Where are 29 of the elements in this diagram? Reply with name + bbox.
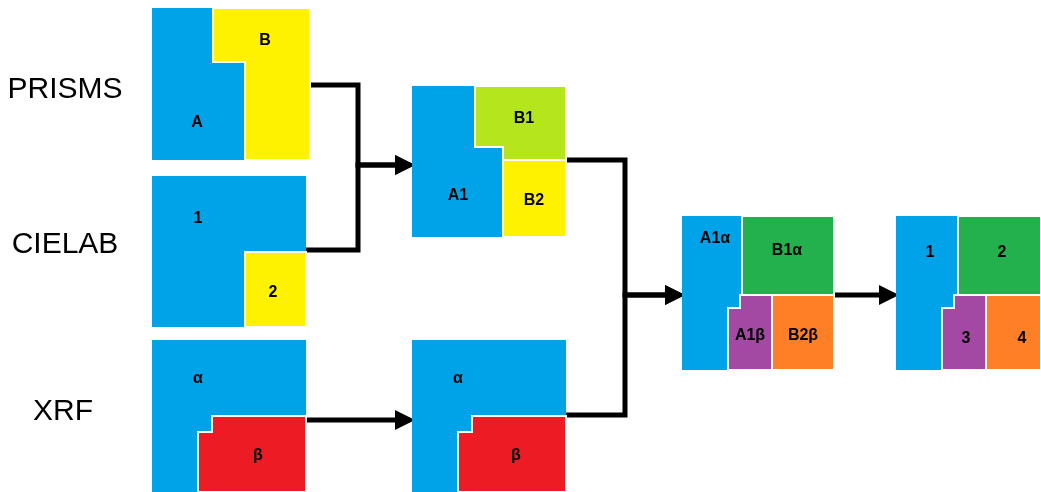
segmentation-map xyxy=(682,216,834,370)
region-label: A1β xyxy=(734,326,766,344)
region-label: B2β xyxy=(787,326,819,344)
region-label: β xyxy=(511,446,521,464)
segmentation-map xyxy=(152,8,310,160)
region-label: 4 xyxy=(1017,329,1027,347)
segmentation-map xyxy=(152,176,306,327)
region-label: 2 xyxy=(997,243,1007,261)
region-label: A xyxy=(191,113,203,131)
region-label: B xyxy=(259,31,271,49)
row-label: XRF xyxy=(33,393,93,427)
row-label: CIELAB xyxy=(11,226,119,260)
region-label: B1α xyxy=(771,241,803,259)
region-label: B2 xyxy=(523,191,545,209)
region-label: 1 xyxy=(193,209,203,227)
region-label: 2 xyxy=(268,283,278,301)
region-label: 1 xyxy=(925,243,935,261)
region-label: B1 xyxy=(513,109,535,127)
segmentation-map xyxy=(412,86,566,237)
region-label: A1α xyxy=(699,229,731,247)
segmentation-map xyxy=(896,216,1041,370)
region-label: 3 xyxy=(961,329,971,347)
segmentation-map xyxy=(152,340,306,492)
region-label: A1 xyxy=(447,186,469,204)
row-label: PRISMS xyxy=(7,71,123,105)
region-label: β xyxy=(253,446,263,464)
segmentation-map xyxy=(412,340,566,492)
region-label: α xyxy=(193,369,203,387)
region-label: α xyxy=(453,369,463,387)
